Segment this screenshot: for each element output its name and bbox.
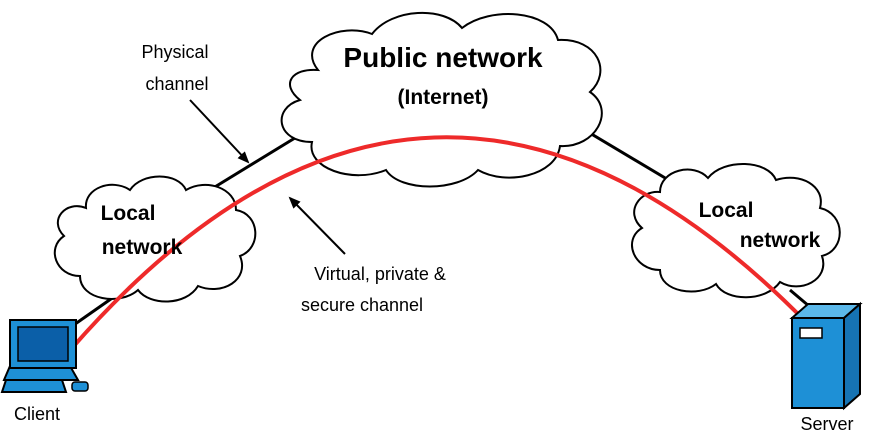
server-label: Server: [800, 414, 853, 434]
virtual-channel-label-line1: Virtual, private &: [314, 264, 446, 284]
left-local-network-cloud: [53, 175, 257, 303]
virtual-channel-arrow: [288, 196, 346, 255]
client-label: Client: [14, 404, 60, 424]
virtual-channel-label-line2: secure channel: [301, 295, 423, 315]
physical-channel-arrow: [189, 99, 250, 164]
physical-channel-label-line2: channel: [145, 74, 208, 94]
right-local-network-label-line2: network: [740, 229, 821, 252]
server-tower-icon: [789, 301, 863, 411]
left-local-network-label-line2: network: [102, 236, 183, 259]
client-computer-icon: [0, 319, 89, 393]
public-network-cloud: [280, 11, 603, 188]
public-network-title: Public network: [343, 42, 543, 73]
right-local-network-cloud: [631, 163, 841, 299]
right-local-network-label-line1: Local: [699, 199, 754, 222]
public-network-subtitle: (Internet): [398, 86, 489, 109]
secure-channel-arc: [70, 135, 808, 350]
left-local-network-label-line1: Local: [101, 202, 156, 225]
physical-channel-label-line1: Physical: [141, 42, 208, 62]
physical-link-left-public: [204, 128, 309, 195]
